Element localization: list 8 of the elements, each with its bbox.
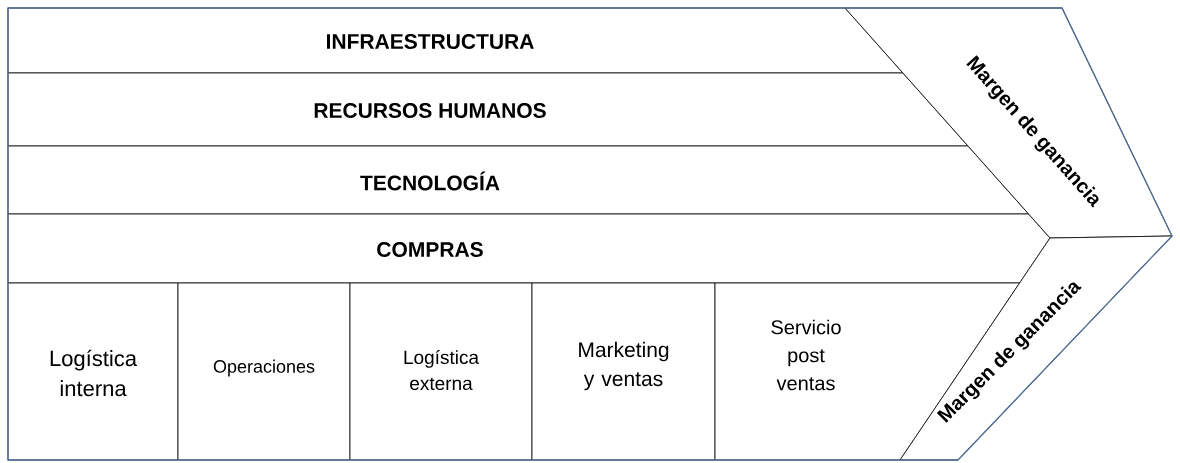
activity-cell: Operaciones xyxy=(177,282,351,461)
support-band: RECURSOS HUMANOS xyxy=(7,72,969,147)
activity-cell: Logística externa xyxy=(349,282,533,461)
activity-cell: Logística interna xyxy=(7,282,179,461)
node-label: Servicio post ventas xyxy=(771,319,841,391)
activity-cell: Marketing y ventas xyxy=(531,282,716,461)
support-band: INFRAESTRUCTURA xyxy=(7,7,904,74)
support-band: TECNOLOGÍA xyxy=(7,145,1029,215)
